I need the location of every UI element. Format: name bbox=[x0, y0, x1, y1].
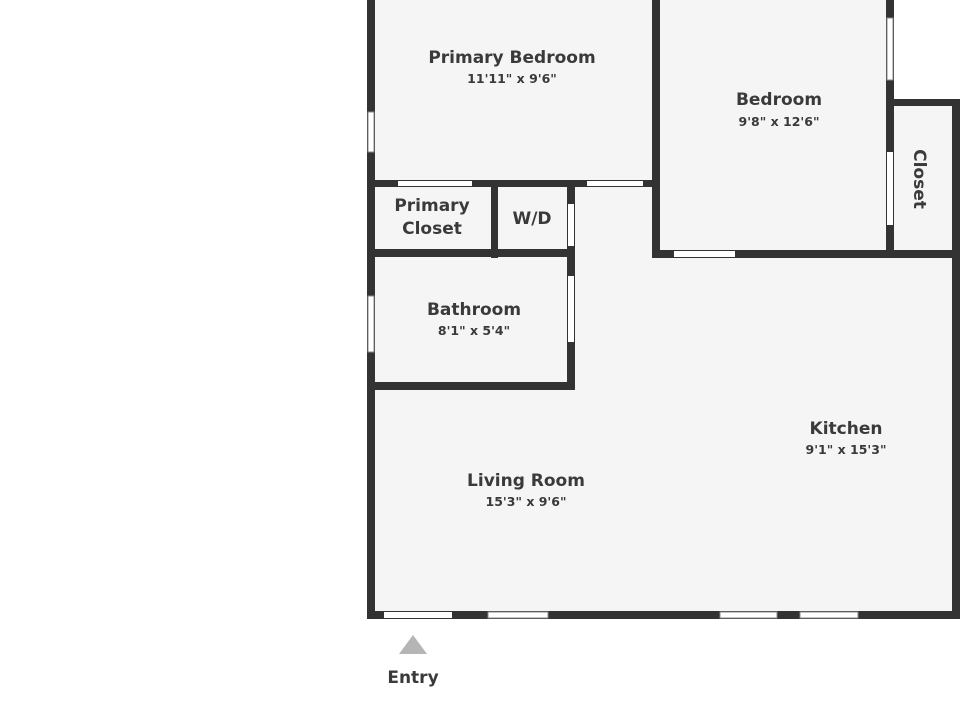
floor-bedroom bbox=[660, 0, 888, 250]
closet-name: Closet bbox=[909, 149, 929, 209]
primary-closet-name-line2: Closet bbox=[402, 219, 462, 239]
living-room-dims: 15'3" x 9'6" bbox=[486, 494, 567, 509]
window-primary-bedroom bbox=[367, 111, 375, 153]
primary-closet-name-line1: Primary bbox=[394, 196, 469, 216]
door-bedroom bbox=[674, 251, 735, 257]
door-entry bbox=[384, 612, 452, 618]
floor-hall bbox=[575, 187, 653, 259]
window-living-1 bbox=[487, 611, 549, 619]
entry-arrow-icon bbox=[399, 635, 427, 654]
room-labels: Primary Bedroom 11'11" x 9'6" Bedroom 9'… bbox=[394, 48, 929, 509]
window-bathroom bbox=[367, 295, 375, 353]
bedroom-dims: 9'8" x 12'6" bbox=[739, 114, 820, 129]
living-room-name: Living Room bbox=[467, 471, 585, 491]
entry-marker: Entry bbox=[387, 635, 439, 688]
kitchen-name: Kitchen bbox=[810, 419, 883, 439]
door-primary-bedroom bbox=[587, 181, 643, 186]
windows bbox=[367, 17, 894, 619]
bathroom-dims: 8'1" x 5'4" bbox=[438, 323, 510, 338]
floor-closet bbox=[894, 106, 953, 250]
bathroom-name: Bathroom bbox=[427, 300, 521, 320]
primary-bedroom-name: Primary Bedroom bbox=[428, 48, 595, 68]
wall-right-exterior bbox=[952, 99, 960, 619]
floor-primary-bedroom bbox=[375, 0, 654, 181]
wall-primary-closet-right bbox=[491, 180, 498, 258]
wall-closets-bottom bbox=[367, 249, 575, 257]
wall-primary-bedroom-bottom bbox=[367, 180, 660, 187]
window-kitchen-1 bbox=[719, 611, 778, 619]
floor-primary-closet bbox=[375, 187, 491, 249]
entry-label: Entry bbox=[387, 668, 438, 688]
wall-primary-bedroom-right bbox=[652, 0, 660, 258]
floors bbox=[375, 0, 953, 611]
door-closet bbox=[887, 152, 893, 225]
door-wd bbox=[568, 204, 574, 246]
wall-bedroom-right bbox=[886, 0, 894, 258]
wall-closet-top bbox=[886, 99, 960, 106]
wall-bathroom-bottom bbox=[367, 382, 575, 390]
floor-living-kitchen-upper bbox=[575, 257, 953, 391]
floor-wd bbox=[497, 187, 568, 249]
wall-bedroom-bottom bbox=[652, 250, 960, 258]
door-bathroom bbox=[568, 276, 574, 342]
kitchen-dims: 9'1" x 15'3" bbox=[806, 442, 887, 457]
bedroom-name: Bedroom bbox=[736, 90, 822, 110]
window-bedroom bbox=[886, 17, 894, 81]
door-primary-closet bbox=[398, 181, 472, 186]
primary-bedroom-dims: 11'11" x 9'6" bbox=[467, 71, 557, 86]
wd-name: W/D bbox=[512, 209, 551, 229]
openings bbox=[384, 152, 893, 618]
wall-bottom-exterior bbox=[367, 611, 960, 619]
window-kitchen-2 bbox=[799, 611, 859, 619]
